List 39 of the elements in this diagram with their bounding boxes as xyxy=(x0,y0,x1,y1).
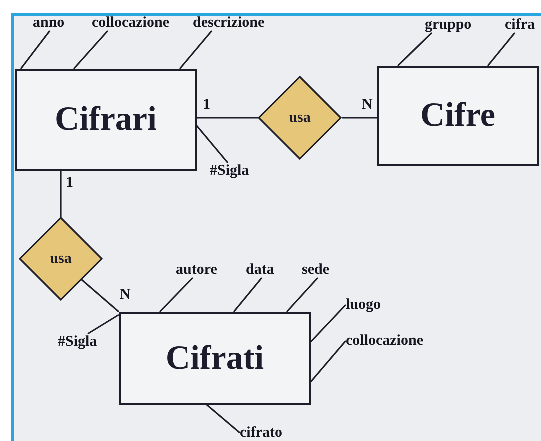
attribute-label: #Sigla xyxy=(58,334,104,350)
attribute-label: collocazione xyxy=(92,15,184,31)
connector-line xyxy=(397,32,433,67)
attribute-label: #Sigla xyxy=(210,163,256,179)
relationship-name: usa xyxy=(289,110,311,126)
connector-line xyxy=(88,314,120,335)
connector-line xyxy=(60,171,62,217)
attribute-label: gruppo xyxy=(425,17,479,33)
entity-name: Cifrati xyxy=(166,340,264,378)
attribute-label: autore xyxy=(176,262,226,278)
connector-line xyxy=(342,117,377,119)
entity-name: Cifrari xyxy=(55,101,157,139)
connector-line xyxy=(310,304,347,343)
attribute-label: cifrato xyxy=(240,425,290,441)
connector-line xyxy=(197,117,258,119)
attribute-label: collocazione xyxy=(346,333,438,349)
entity-box xyxy=(119,312,311,405)
attribute-label: luogo xyxy=(346,297,390,313)
entity-box xyxy=(377,66,539,166)
connector-line xyxy=(310,340,347,383)
relationship-diamond xyxy=(258,76,342,160)
connector-line xyxy=(196,125,229,164)
entity-box xyxy=(15,69,197,171)
attribute-label: data xyxy=(246,262,280,278)
connector-line xyxy=(206,404,241,434)
attribute-label: sede xyxy=(302,262,338,278)
relationship-diamond xyxy=(19,217,103,301)
attribute-label: anno xyxy=(33,15,73,31)
connector-line xyxy=(233,278,263,312)
relationship-name: usa xyxy=(50,250,72,268)
connector-line xyxy=(487,32,516,66)
connector-line xyxy=(179,30,213,70)
connector-line xyxy=(81,279,120,313)
attribute-label: descrizione xyxy=(193,15,281,31)
connector-line xyxy=(286,277,319,313)
attribute-label: cifra xyxy=(505,17,541,33)
entity-name: Cifre xyxy=(420,97,496,135)
connector-line xyxy=(159,277,194,313)
connector-line xyxy=(73,30,109,70)
